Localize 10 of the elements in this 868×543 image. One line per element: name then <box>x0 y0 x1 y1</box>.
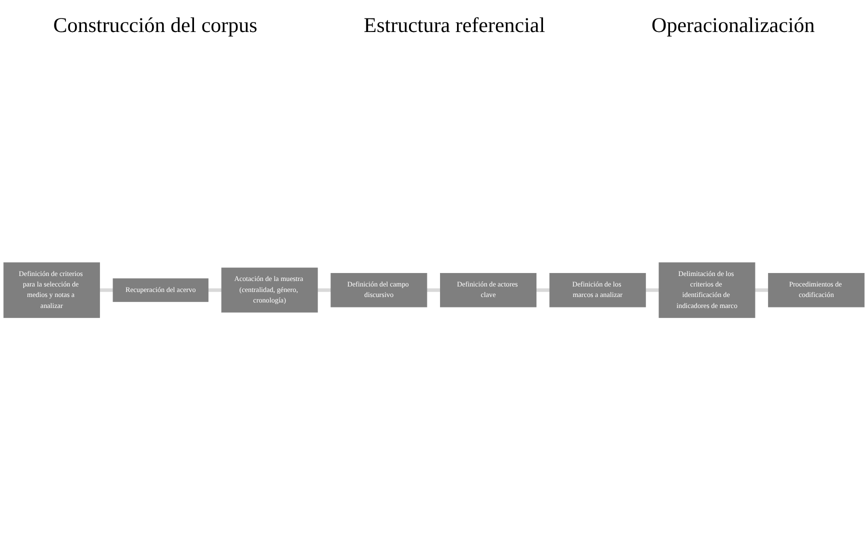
column-heading: Estructura referencial <box>364 12 546 38</box>
column-heading: Operacionalización <box>652 12 815 38</box>
connector <box>644 288 660 292</box>
connector <box>536 288 550 292</box>
column-heading: Construcción del corpus <box>53 12 258 38</box>
connector <box>754 288 769 292</box>
connector <box>99 288 114 292</box>
connector <box>208 288 222 292</box>
connector <box>316 288 332 292</box>
connector <box>426 288 441 292</box>
